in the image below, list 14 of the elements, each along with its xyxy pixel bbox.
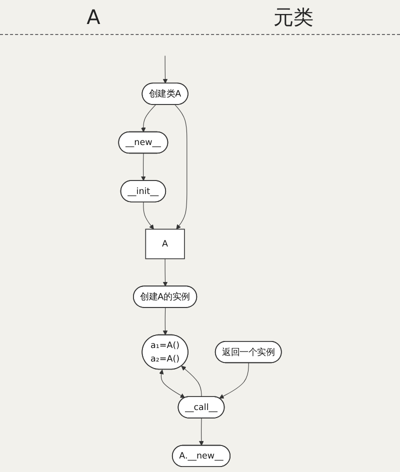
arrow xyxy=(162,258,168,287)
node-box: A xyxy=(145,228,185,260)
arrow xyxy=(162,56,168,84)
arrow xyxy=(140,153,146,181)
arrow xyxy=(219,362,249,399)
arrow xyxy=(199,418,204,446)
arrow xyxy=(143,202,154,230)
arrow xyxy=(162,307,168,336)
arrow xyxy=(174,104,188,230)
arrow xyxy=(159,370,186,398)
arrow xyxy=(181,366,202,398)
column-heading: 元类 xyxy=(273,4,314,30)
arrow xyxy=(140,104,156,132)
column-heading: A xyxy=(86,5,100,29)
